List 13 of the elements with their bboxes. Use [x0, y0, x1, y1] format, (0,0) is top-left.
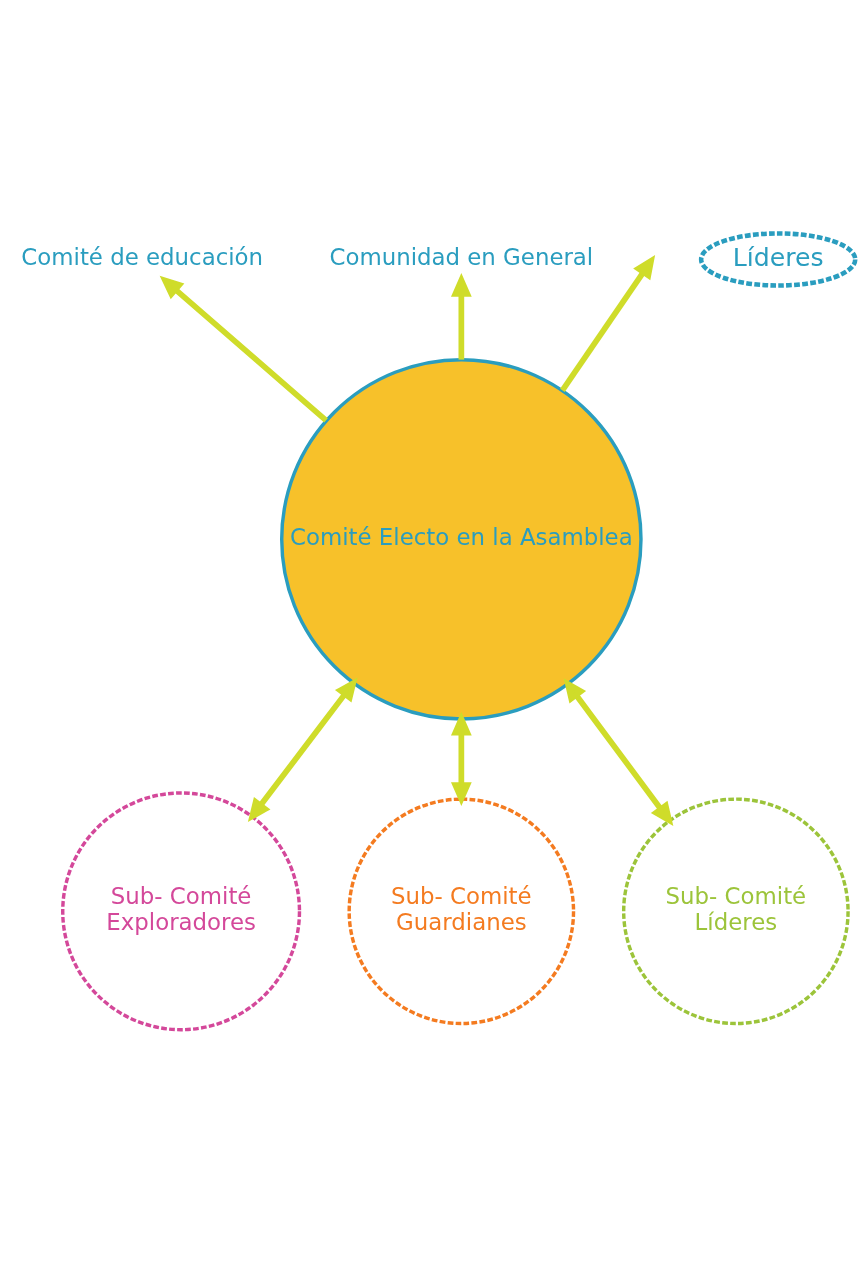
node-text: Comité de educación — [21, 243, 264, 270]
node-circle: Sub- Comité Guardianes — [347, 796, 576, 1025]
node-circle: Sub- Comité Líderes — [621, 796, 850, 1025]
arrow — [247, 676, 358, 822]
arrow — [560, 254, 656, 392]
arrow — [450, 272, 472, 360]
arrow — [159, 275, 328, 423]
node-circle: Sub- Comité Exploradores — [61, 790, 302, 1031]
node-ellipse: Líderes — [698, 230, 858, 288]
node-circle: Comité Electo en la Asamblea — [280, 357, 643, 721]
arrow — [563, 677, 674, 826]
arrow — [450, 711, 472, 806]
node-text: Comunidad en General — [329, 243, 594, 270]
